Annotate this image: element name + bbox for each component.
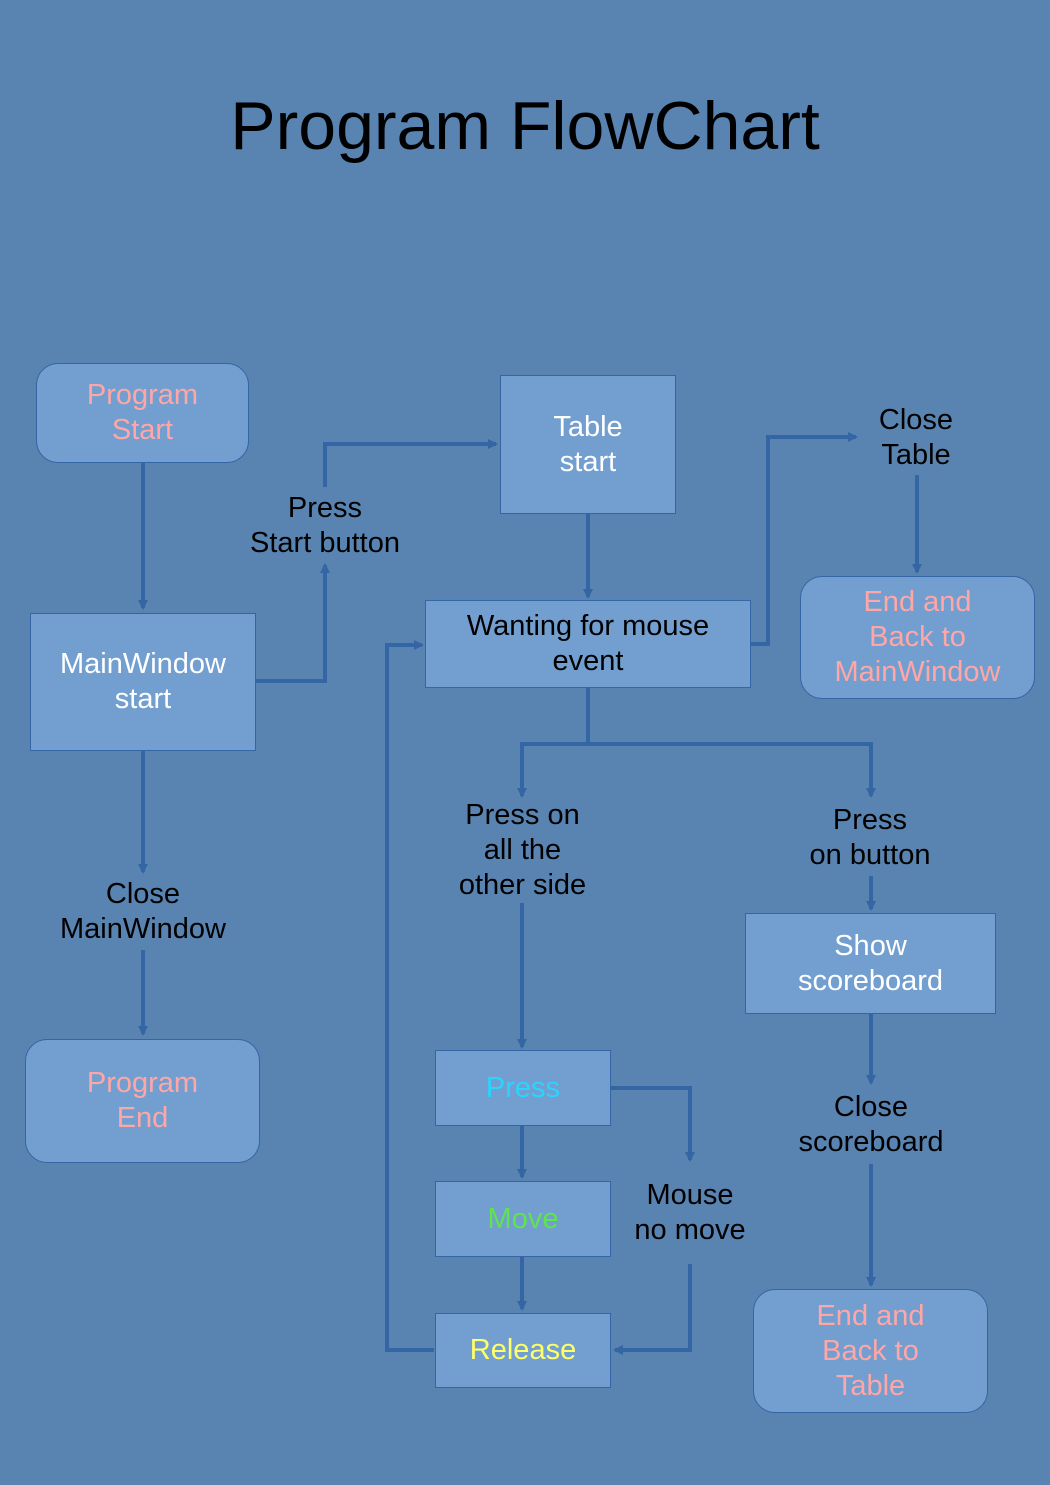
press-node: Press <box>435 1050 611 1126</box>
move-node: Move <box>435 1181 611 1257</box>
table-start-node: Table start <box>500 375 676 514</box>
arrow-press-to-no-move <box>611 1086 695 1162</box>
end-back-mainwindow-node: End and Back to MainWindow <box>800 576 1035 699</box>
arrow-waiting-to-press-button <box>588 742 876 798</box>
arrow-no-move-to-release <box>613 1264 692 1355</box>
press-on-button-label: Press on button <box>809 804 931 871</box>
arrow-press-start-to-table <box>323 439 498 487</box>
arrow-waiting-split <box>517 688 590 798</box>
close-scoreboard-label: Close scoreboard <box>798 1091 944 1158</box>
page-title: Program FlowChart <box>230 88 820 164</box>
arrow-waiting-to-close-table <box>751 432 858 646</box>
arrow-release-loop-to-waiting <box>385 640 434 1352</box>
program-start-node: Program Start <box>36 363 249 463</box>
press-start-button-label: Press Start button <box>250 492 400 559</box>
end-back-table-node: End and Back to Table <box>753 1289 988 1413</box>
press-other-side-label: Press on all the other side <box>458 798 587 901</box>
release-node: Release <box>435 1313 611 1388</box>
waiting-mouse-event-node: Wanting for mouse event <box>425 600 751 688</box>
close-table-label: Close Table <box>878 404 954 471</box>
program-end-node: Program End <box>25 1039 260 1163</box>
arrow-mainwindow-to-press-start <box>256 563 330 683</box>
close-mainwindow-label: Close MainWindow <box>60 878 226 945</box>
show-scoreboard-node: Show scoreboard <box>745 913 996 1014</box>
mouse-no-move-label: Mouse no move <box>634 1179 746 1246</box>
mainwindow-start-node: MainWindow start <box>30 613 256 751</box>
